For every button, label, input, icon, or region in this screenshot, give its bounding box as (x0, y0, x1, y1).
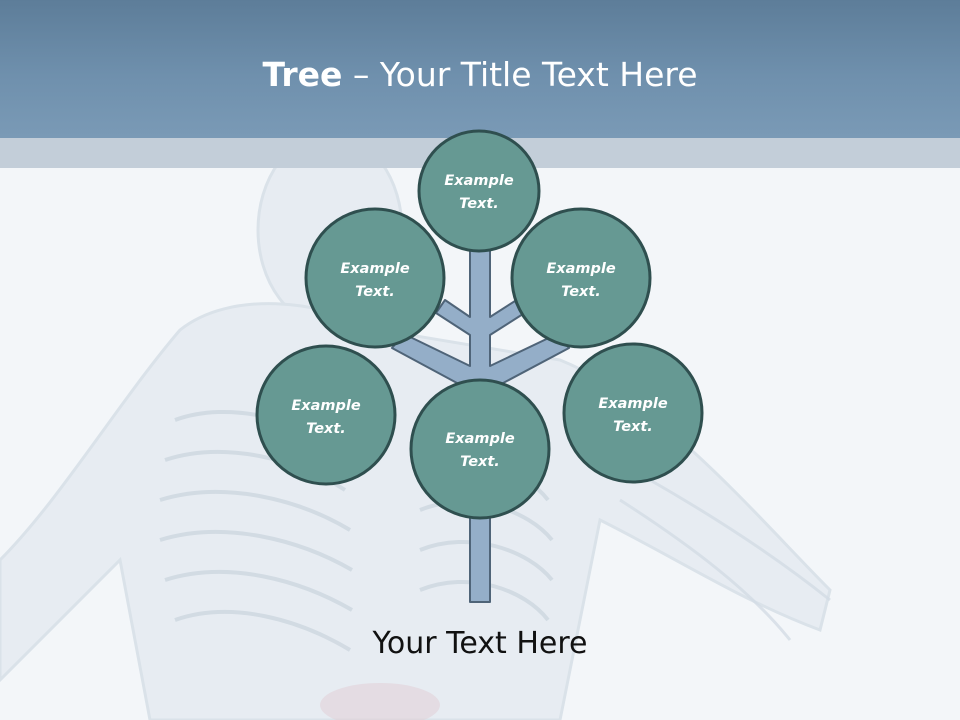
node-label-line1: Example (598, 396, 668, 412)
tree-node-upper-right: Example Text. (510, 207, 652, 349)
node-label-line2: Text. (306, 421, 346, 437)
title-rest: – Your Title Text Here (342, 55, 698, 94)
slide-title: Tree – Your Title Text Here (0, 52, 960, 98)
node-label-line2: Text. (613, 419, 653, 435)
tree-node-top: Example Text. (417, 129, 541, 253)
tree-node-center: Example Text. (409, 378, 551, 520)
node-label-line2: Text. (460, 454, 500, 470)
node-label-line2: Text. (459, 196, 499, 212)
node-label-line1: Example (445, 431, 515, 447)
node-label-line2: Text. (561, 284, 601, 300)
node-label-line1: Example (546, 261, 616, 277)
tree-node-upper-left: Example Text. (304, 207, 446, 349)
node-label-line1: Example (444, 173, 514, 189)
tree-node-lower-left: Example Text. (255, 344, 397, 486)
header-bar (0, 0, 960, 138)
node-label-line1: Example (291, 398, 361, 414)
tree-node-lower-right: Example Text. (562, 342, 704, 484)
node-label-line2: Text. (355, 284, 395, 300)
caption-text: Your Text Here (372, 626, 588, 661)
node-label-line1: Example (340, 261, 410, 277)
title-bold-part: Tree (262, 55, 343, 94)
